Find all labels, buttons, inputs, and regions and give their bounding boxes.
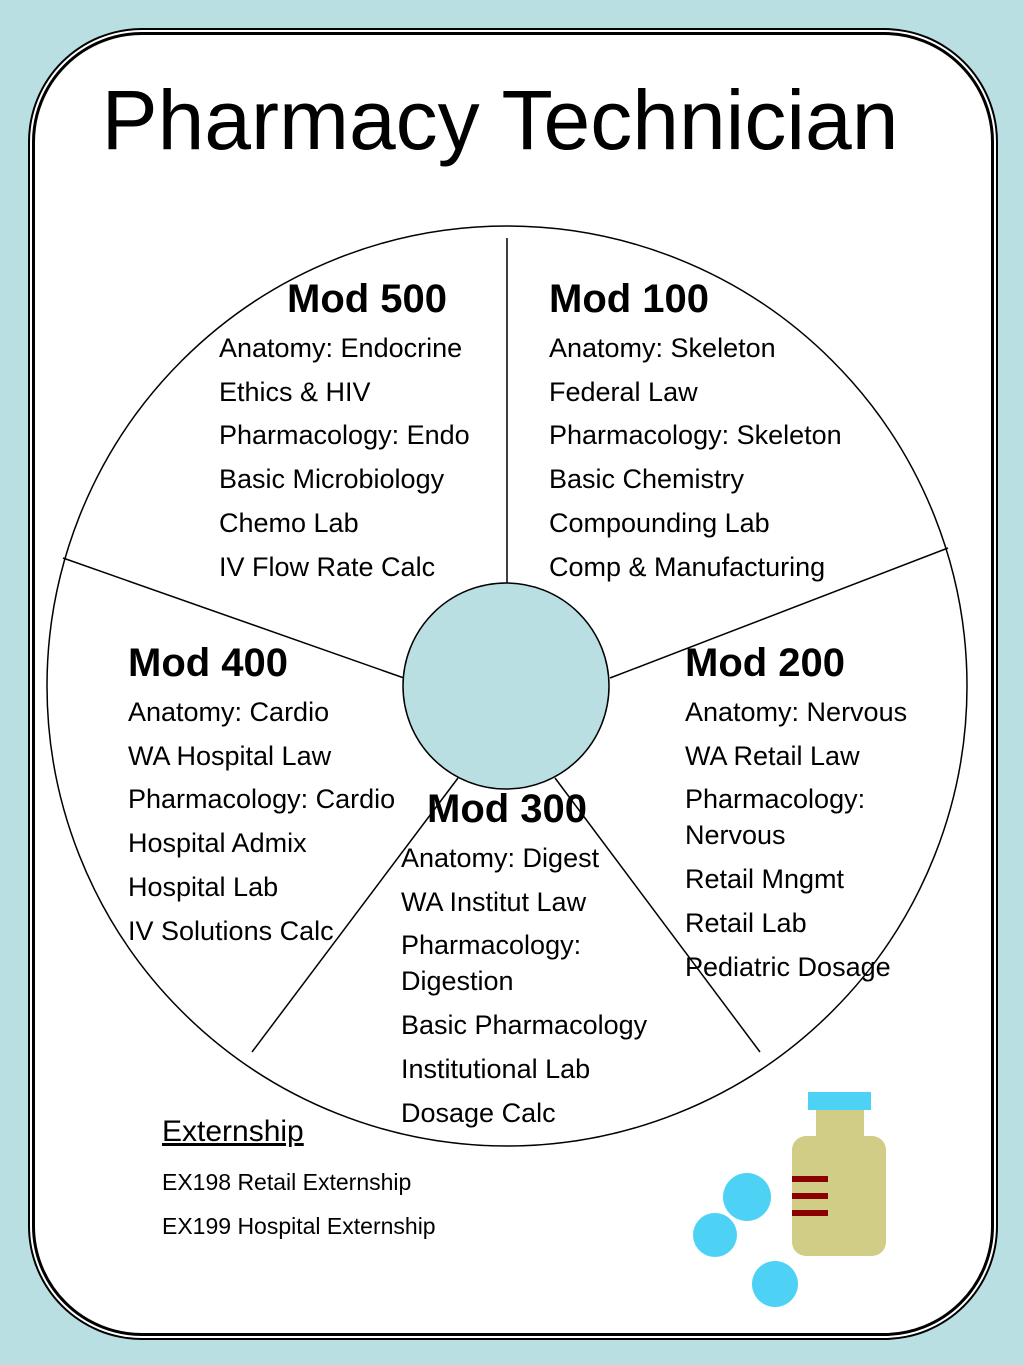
module-300: Mod 300 Anatomy: Digest WA Institut Law … <box>401 786 686 1131</box>
module-item: Chemo Lab <box>219 507 359 538</box>
divider-line <box>609 547 949 679</box>
module-item: Anatomy: Digest <box>401 842 600 873</box>
module-item: Pediatric Dosage <box>685 951 891 982</box>
pill-icon <box>752 1261 798 1307</box>
module-item: Anatomy: Endocrine <box>219 332 463 363</box>
wheel-outline <box>46 225 968 1147</box>
module-list: Anatomy: Cardio WA Hospital Law Pharmaco… <box>128 694 428 949</box>
module-item: WA Hospital Law <box>128 740 332 771</box>
module-title: Mod 500 <box>287 277 448 321</box>
module-item: Institutional Lab <box>401 1053 591 1084</box>
module-item: Anatomy: Nervous <box>685 696 908 727</box>
module-item: Anatomy: Skeleton <box>549 332 776 363</box>
externship-item: EX199 Hospital Externship <box>162 1213 436 1239</box>
module-item: Pharmacology: Nervous <box>685 784 866 851</box>
module-item: Compounding Lab <box>549 507 770 538</box>
module-item: Anatomy: Cardio <box>128 696 330 727</box>
wheel-hub <box>402 582 610 790</box>
module-item: Dosage Calc <box>401 1097 556 1128</box>
module-item: Ethics & HIV <box>219 376 371 407</box>
module-item: IV Solutions Calc <box>128 915 334 946</box>
module-item: Basic Chemistry <box>549 464 745 495</box>
module-500: Mod 500 Anatomy: Endocrine Ethics & HIV … <box>219 276 519 585</box>
module-item: Pharmacology: Skeleton <box>549 420 842 451</box>
module-item: Retail Mngmt <box>685 864 845 895</box>
module-item: Hospital Lab <box>128 871 279 902</box>
module-item: WA Retail Law <box>685 740 860 771</box>
module-title: Mod 200 <box>685 641 846 685</box>
module-item: Hospital Admix <box>128 828 307 859</box>
module-200: Mod 200 Anatomy: Nervous WA Retail Law P… <box>685 640 955 985</box>
module-list: Anatomy: Endocrine Ethics & HIV Pharmaco… <box>219 330 519 585</box>
module-list: Anatomy: Skeleton Federal Law Pharmacolo… <box>549 330 889 585</box>
externship-heading: Externship <box>162 1115 304 1148</box>
module-title: Mod 400 <box>128 641 289 685</box>
divider-line <box>62 557 405 679</box>
module-item: Federal Law <box>549 376 698 407</box>
externship-item: EX198 Retail Externship <box>162 1169 412 1195</box>
module-item: WA Institut Law <box>401 886 587 917</box>
module-item: Pharmacology: Endo <box>219 420 470 451</box>
page-title: Pharmacy Technician <box>101 73 899 167</box>
module-item: Pharmacology: Cardio <box>128 784 396 815</box>
module-title: Mod 300 <box>427 787 588 831</box>
pill-icon <box>723 1173 771 1221</box>
module-title: Mod 100 <box>549 277 710 321</box>
module-item: Comp & Manufacturing <box>549 551 826 582</box>
module-400: Mod 400 Anatomy: Cardio WA Hospital Law … <box>128 640 428 949</box>
divider-line <box>251 777 459 1053</box>
module-item: Basic Pharmacology <box>401 1010 648 1041</box>
module-list: Anatomy: Digest WA Institut Law Pharmaco… <box>401 840 686 1131</box>
pill-bottle-icon <box>792 1092 886 1256</box>
module-100: Mod 100 Anatomy: Skeleton Federal Law Ph… <box>549 276 889 585</box>
module-list: Anatomy: Nervous WA Retail Law Pharmacol… <box>685 694 955 985</box>
divider-line <box>554 777 761 1053</box>
module-item: IV Flow Rate Calc <box>219 551 436 582</box>
module-item: Pharmacology: Digestion <box>401 930 582 997</box>
module-item: Basic Microbiology <box>219 464 445 495</box>
externship-section: Externship EX198 Retail Externship EX199… <box>162 1112 436 1240</box>
pill-icon <box>693 1213 737 1257</box>
module-item: Retail Lab <box>685 907 807 938</box>
